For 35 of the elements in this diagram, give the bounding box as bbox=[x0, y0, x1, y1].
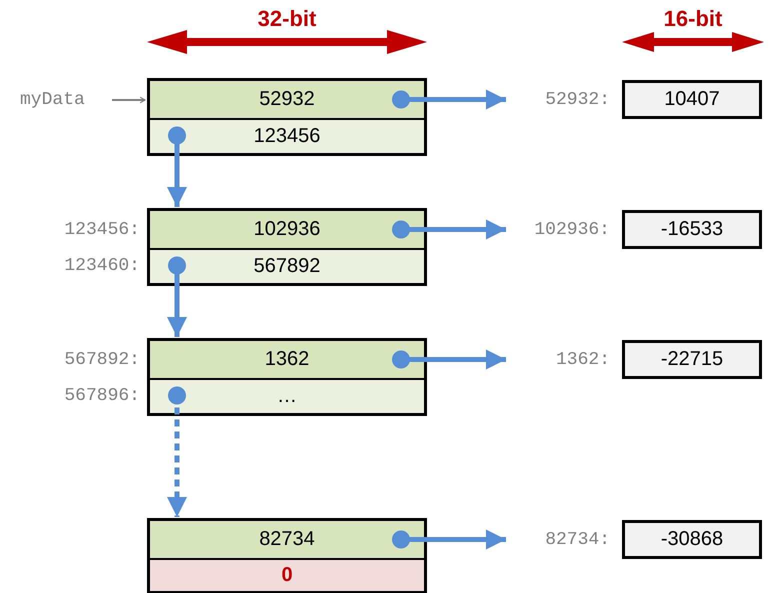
address-label: 567896: bbox=[63, 384, 140, 408]
bit-width-dimension: 16-bit bbox=[622, 6, 764, 56]
memory-cell: … bbox=[150, 378, 424, 413]
pointer-arrow bbox=[392, 90, 506, 110]
address-label: 102936: bbox=[533, 218, 610, 242]
null-pointer-cell: 0 bbox=[150, 558, 424, 591]
memory-cell: 123456 bbox=[150, 118, 424, 153]
memory-cell: 1362 bbox=[150, 341, 424, 378]
address-label: 567892: bbox=[63, 348, 140, 372]
memory-cell: 102936 bbox=[150, 211, 424, 248]
pointer-arrow bbox=[392, 350, 506, 370]
pointer-arrow bbox=[167, 256, 187, 337]
record-box bbox=[147, 518, 427, 593]
pointer-arrow bbox=[392, 220, 506, 240]
address-label: 123456: bbox=[63, 218, 140, 242]
record-box bbox=[147, 208, 427, 286]
memory-value-box: 10407 bbox=[622, 80, 762, 119]
pointer-arrow bbox=[392, 530, 506, 550]
memory-value-box: -30868 bbox=[622, 520, 762, 559]
bit-width-dimension: 32-bit bbox=[147, 6, 427, 56]
record-box bbox=[147, 78, 427, 156]
address-label: 123460: bbox=[63, 254, 140, 278]
pointer-arrow bbox=[167, 386, 187, 517]
address-label: 52932: bbox=[544, 88, 610, 112]
pointer-arrow bbox=[167, 126, 187, 207]
variable-name: myData bbox=[20, 88, 104, 112]
memory-cell: 567892 bbox=[150, 248, 424, 283]
address-label: 82734: bbox=[544, 528, 610, 552]
memory-value-box: -22715 bbox=[622, 340, 762, 379]
address-label: 1362: bbox=[554, 348, 610, 372]
record-box bbox=[147, 338, 427, 416]
memory-value-box: -16533 bbox=[622, 210, 762, 249]
memory-cell: 82734 bbox=[150, 521, 424, 558]
arrow bbox=[112, 96, 146, 104]
memory-cell: 52932 bbox=[150, 81, 424, 118]
